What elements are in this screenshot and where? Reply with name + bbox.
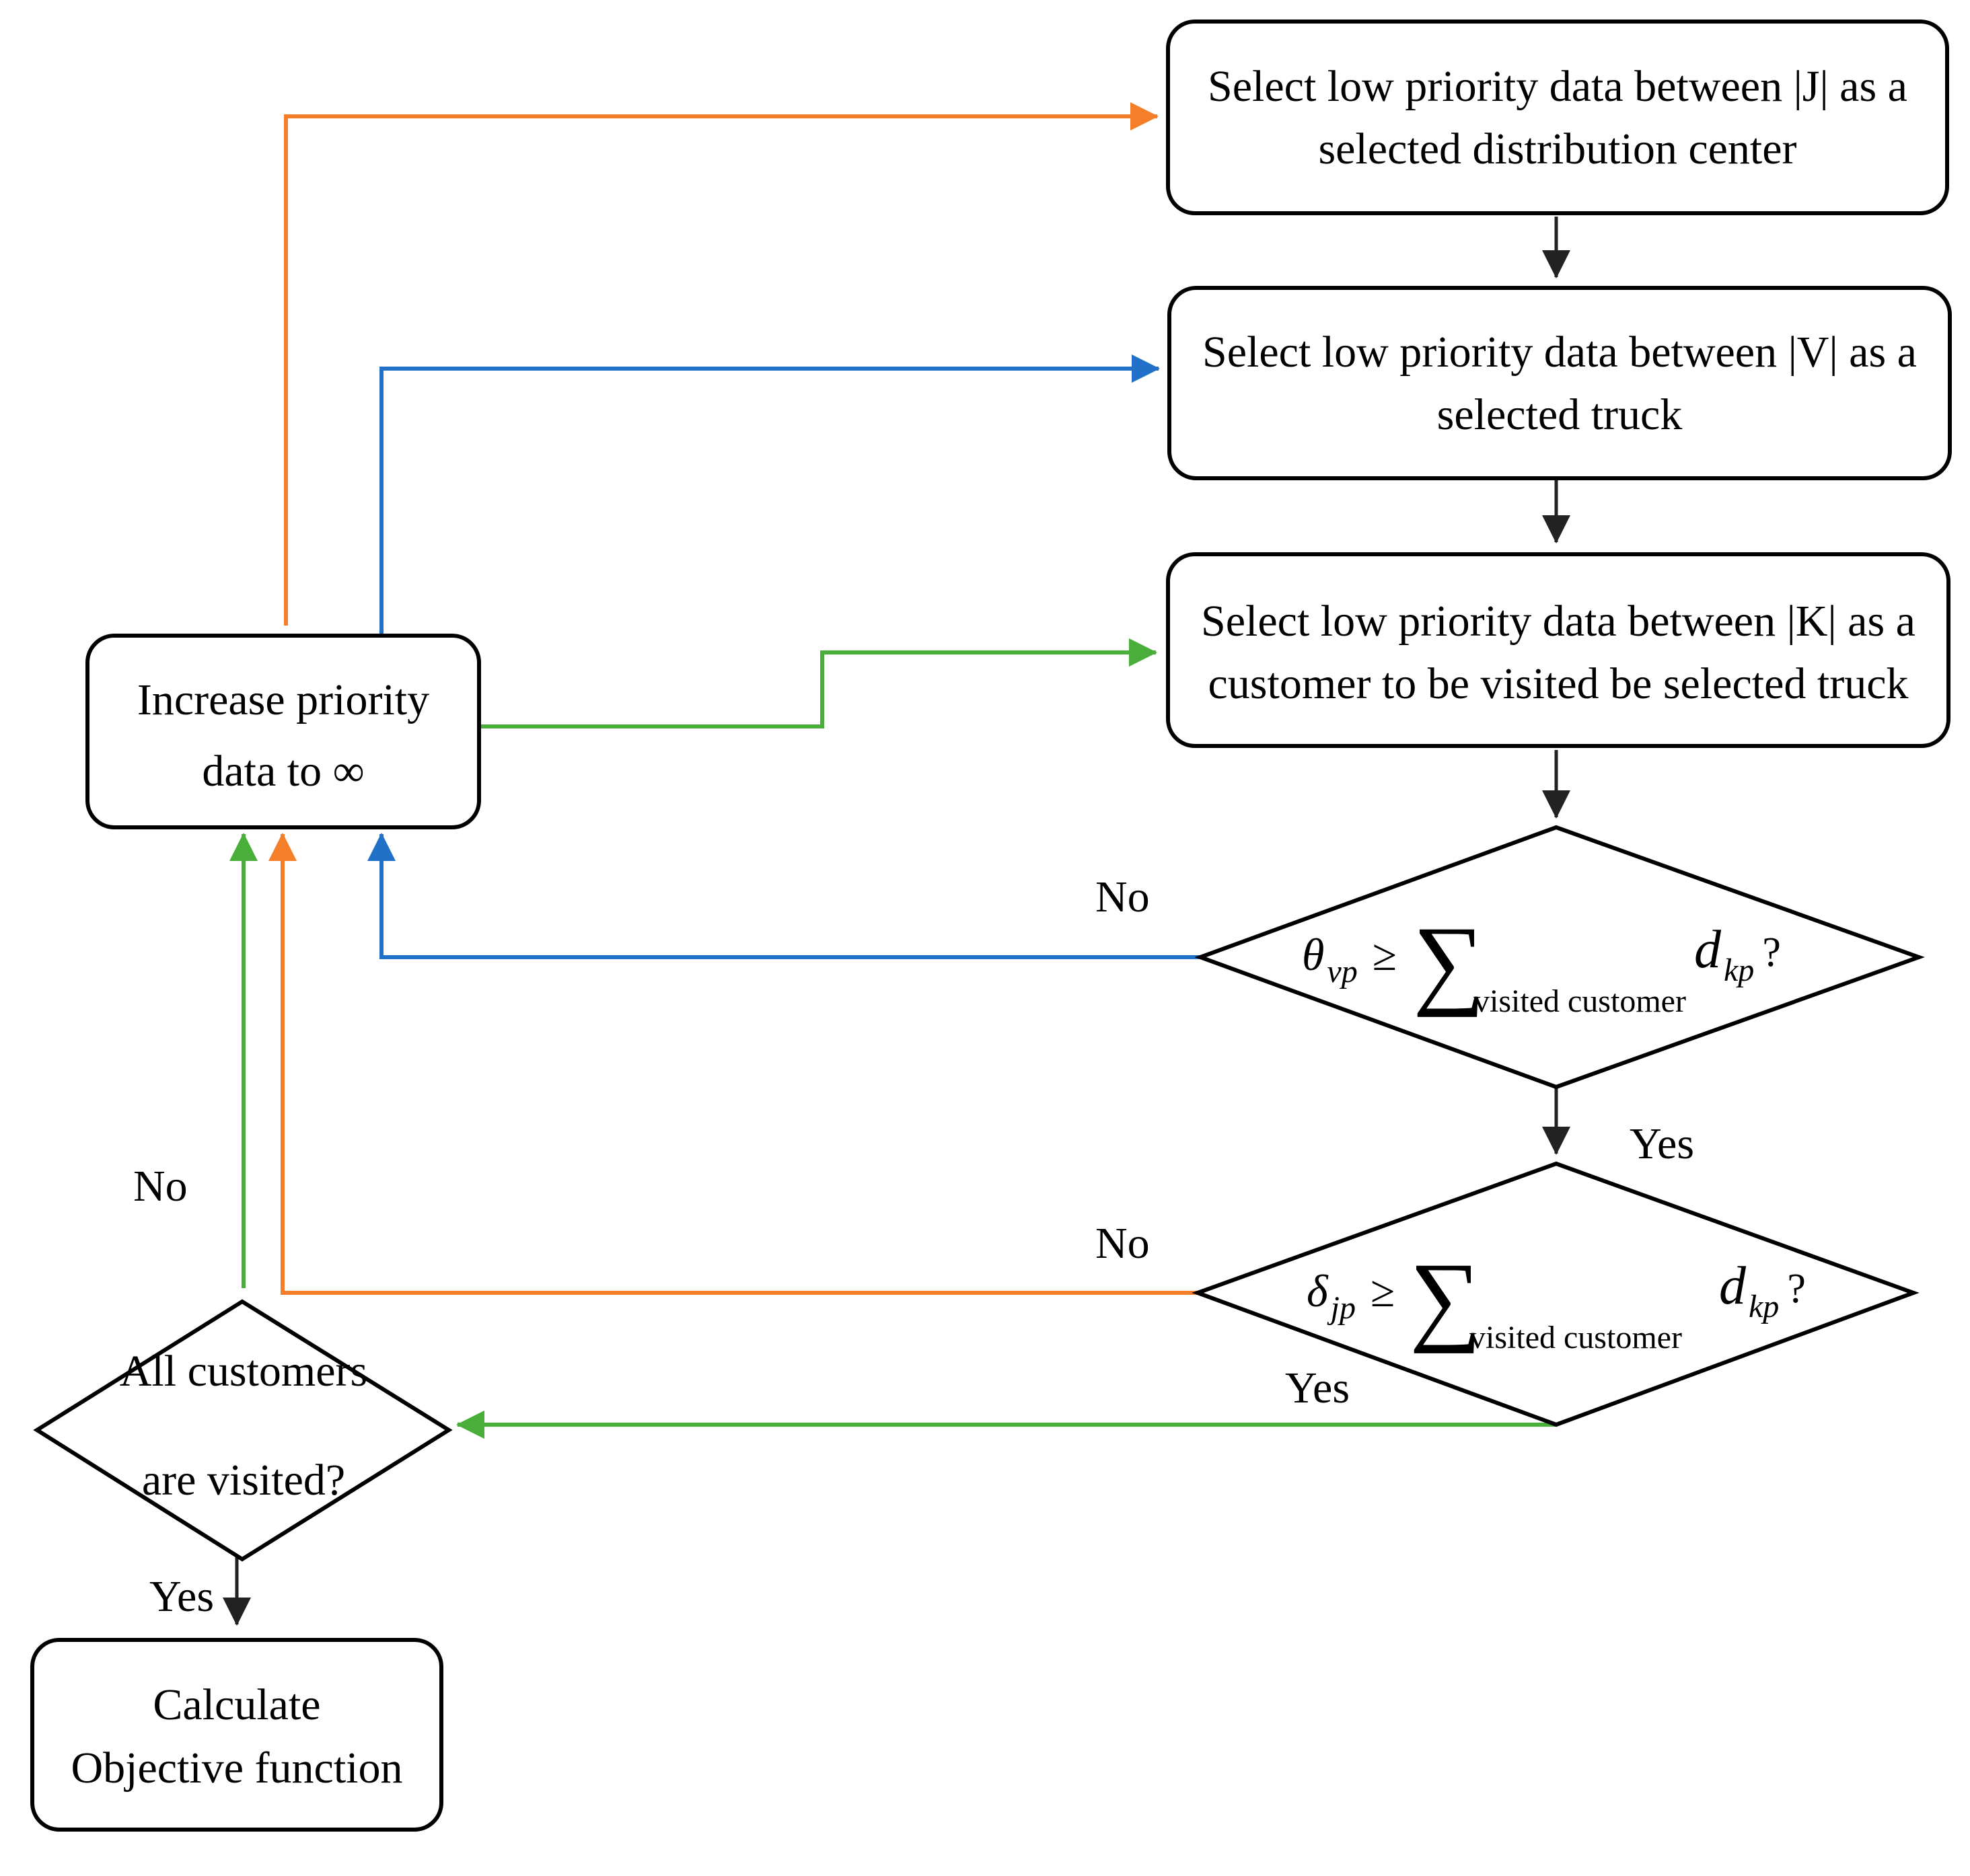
select-truck-line2: selected truck xyxy=(1437,390,1683,439)
arrow-increase-to-customer-green xyxy=(481,638,1157,728)
all-customers-visited-decision: All customers are visited? xyxy=(33,1299,453,1562)
truck-check-no-label: No xyxy=(1095,872,1150,922)
select-customer-box: Select low priority data between |K| as … xyxy=(1166,552,1950,748)
truck-d: d xyxy=(1694,920,1722,979)
calculate-objective-box: Calculate Objective function xyxy=(30,1638,443,1832)
increase-priority-box: Increase priority data to ∞ xyxy=(85,634,481,829)
select-distribution-center-box: Select low priority data between |J| as … xyxy=(1166,20,1949,215)
increase-priority-line2: data to ∞ xyxy=(202,747,364,796)
dc-sigma: ∑ xyxy=(1410,1242,1482,1354)
truck-capacity-decision: θ vp ≥ ∑ visited customer d kp ? xyxy=(1194,825,1925,1090)
dc-capacity-decision: δ jp ≥ ∑ visited customer d kp ? xyxy=(1192,1161,1920,1427)
svg-text:θ vp ≥: θ vp ≥ xyxy=(1302,929,1397,989)
truck-check-yes-label: Yes xyxy=(1630,1119,1694,1168)
arrow-dc-check-no-orange xyxy=(268,833,1198,1295)
truck-theta-sub: vp xyxy=(1327,954,1357,989)
arrow-increase-to-dc-orange xyxy=(284,102,1159,626)
dc-d: d xyxy=(1719,1256,1747,1316)
truck-geq: ≥ xyxy=(1373,931,1397,980)
truck-question: ? xyxy=(1762,930,1781,975)
calculate-line2: Objective function xyxy=(71,1743,402,1793)
all-visited-line1: All customers xyxy=(120,1347,367,1396)
arrow-truck-check-no-blue xyxy=(367,833,1200,959)
dc-sum-sub: visited customer xyxy=(1469,1320,1682,1355)
dc-geq: ≥ xyxy=(1371,1267,1395,1316)
select-dc-line2: selected distribution center xyxy=(1318,124,1796,174)
truck-sigma: ∑ xyxy=(1413,906,1485,1018)
select-customer-line2: customer to be visited be selected truck xyxy=(1208,659,1909,708)
truck-theta: θ xyxy=(1302,929,1324,980)
svg-text:d kp ?: d kp ? xyxy=(1694,920,1781,988)
select-dc-line1: Select low priority data between |J| as … xyxy=(1208,62,1907,111)
dc-delta: δ xyxy=(1307,1265,1329,1316)
dc-question: ? xyxy=(1787,1266,1806,1312)
increase-priority-line1: Increase priority xyxy=(137,675,429,724)
truck-sum-sub: visited customer xyxy=(1473,983,1686,1019)
select-truck-box: Select low priority data between |V| as … xyxy=(1167,286,1952,480)
dc-delta-sub: jp xyxy=(1327,1290,1356,1326)
all-visited-yes-label: Yes xyxy=(149,1572,214,1621)
svg-text:δ jp ≥: δ jp ≥ xyxy=(1307,1265,1395,1326)
arrow-increase-to-truck-blue xyxy=(379,354,1160,636)
all-visited-no-label: No xyxy=(133,1162,188,1211)
truck-d-sub: kp xyxy=(1724,952,1754,988)
all-visited-line2: are visited? xyxy=(142,1456,345,1505)
select-customer-line1: Select low priority data between |K| as … xyxy=(1201,597,1916,646)
svg-text:d kp ?: d kp ? xyxy=(1719,1256,1806,1324)
dc-check-yes-label: Yes xyxy=(1285,1363,1350,1413)
calculate-line1: Calculate xyxy=(153,1680,320,1729)
dc-d-sub: kp xyxy=(1749,1289,1779,1324)
dc-check-no-label: No xyxy=(1095,1219,1150,1268)
select-truck-line1: Select low priority data between |V| as … xyxy=(1202,328,1917,377)
